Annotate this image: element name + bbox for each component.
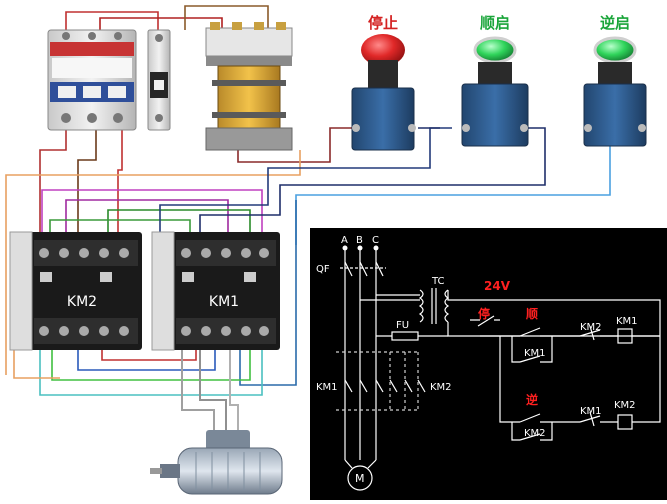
control-transformer: [205, 22, 293, 151]
phase-a-label: A: [341, 235, 348, 246]
stop-switch-label: 停: [478, 306, 490, 321]
contactor-left: KM2: [9, 231, 142, 351]
circuit-breaker-3p: [47, 29, 137, 131]
circuit-breaker-1p: [147, 29, 171, 131]
reverse-switch-label: 逆: [526, 392, 538, 407]
breaker-qf-label: QF: [316, 264, 330, 275]
main-contact-km1-label: KM1: [316, 382, 338, 393]
phase-b-label: B: [356, 235, 363, 246]
contactor-left-label: KM2: [67, 294, 97, 310]
reverse-start-push-button: 逆启: [583, 14, 647, 147]
stop-button-label: 停止: [368, 14, 398, 32]
forward-button-label: 顺启: [480, 14, 510, 32]
coil-km1-label: KM1: [616, 316, 638, 327]
forward-start-push-button: 顺启: [461, 14, 529, 147]
reverse-button-label: 逆启: [600, 14, 630, 32]
contactor-right-label: KM1: [209, 294, 239, 310]
phase-c-label: C: [372, 235, 379, 246]
hold-contact-km2-label: KM2: [524, 428, 546, 439]
transformer-tc-label: TC: [431, 276, 445, 287]
voltage-24v-label: 24V: [484, 279, 511, 293]
motor-photo: [150, 430, 283, 495]
schematic-panel: A B C QF TC FU KM1 KM2 KM1 KM1 KM2 KM2 K…: [310, 228, 667, 500]
interlock-km2-label: KM2: [580, 322, 602, 333]
forward-switch-label: 顺: [526, 306, 538, 321]
coil-km2-label: KM2: [614, 400, 636, 411]
stop-push-button: 停止: [351, 14, 416, 151]
fuse-fu-label: FU: [396, 320, 409, 331]
main-contact-km2-label: KM2: [430, 382, 452, 393]
interlock-km1-label: KM1: [580, 406, 602, 417]
hold-contact-km1-label: KM1: [524, 348, 546, 359]
motor-m-label: M: [355, 472, 365, 485]
contactor-right: KM1: [151, 231, 280, 351]
